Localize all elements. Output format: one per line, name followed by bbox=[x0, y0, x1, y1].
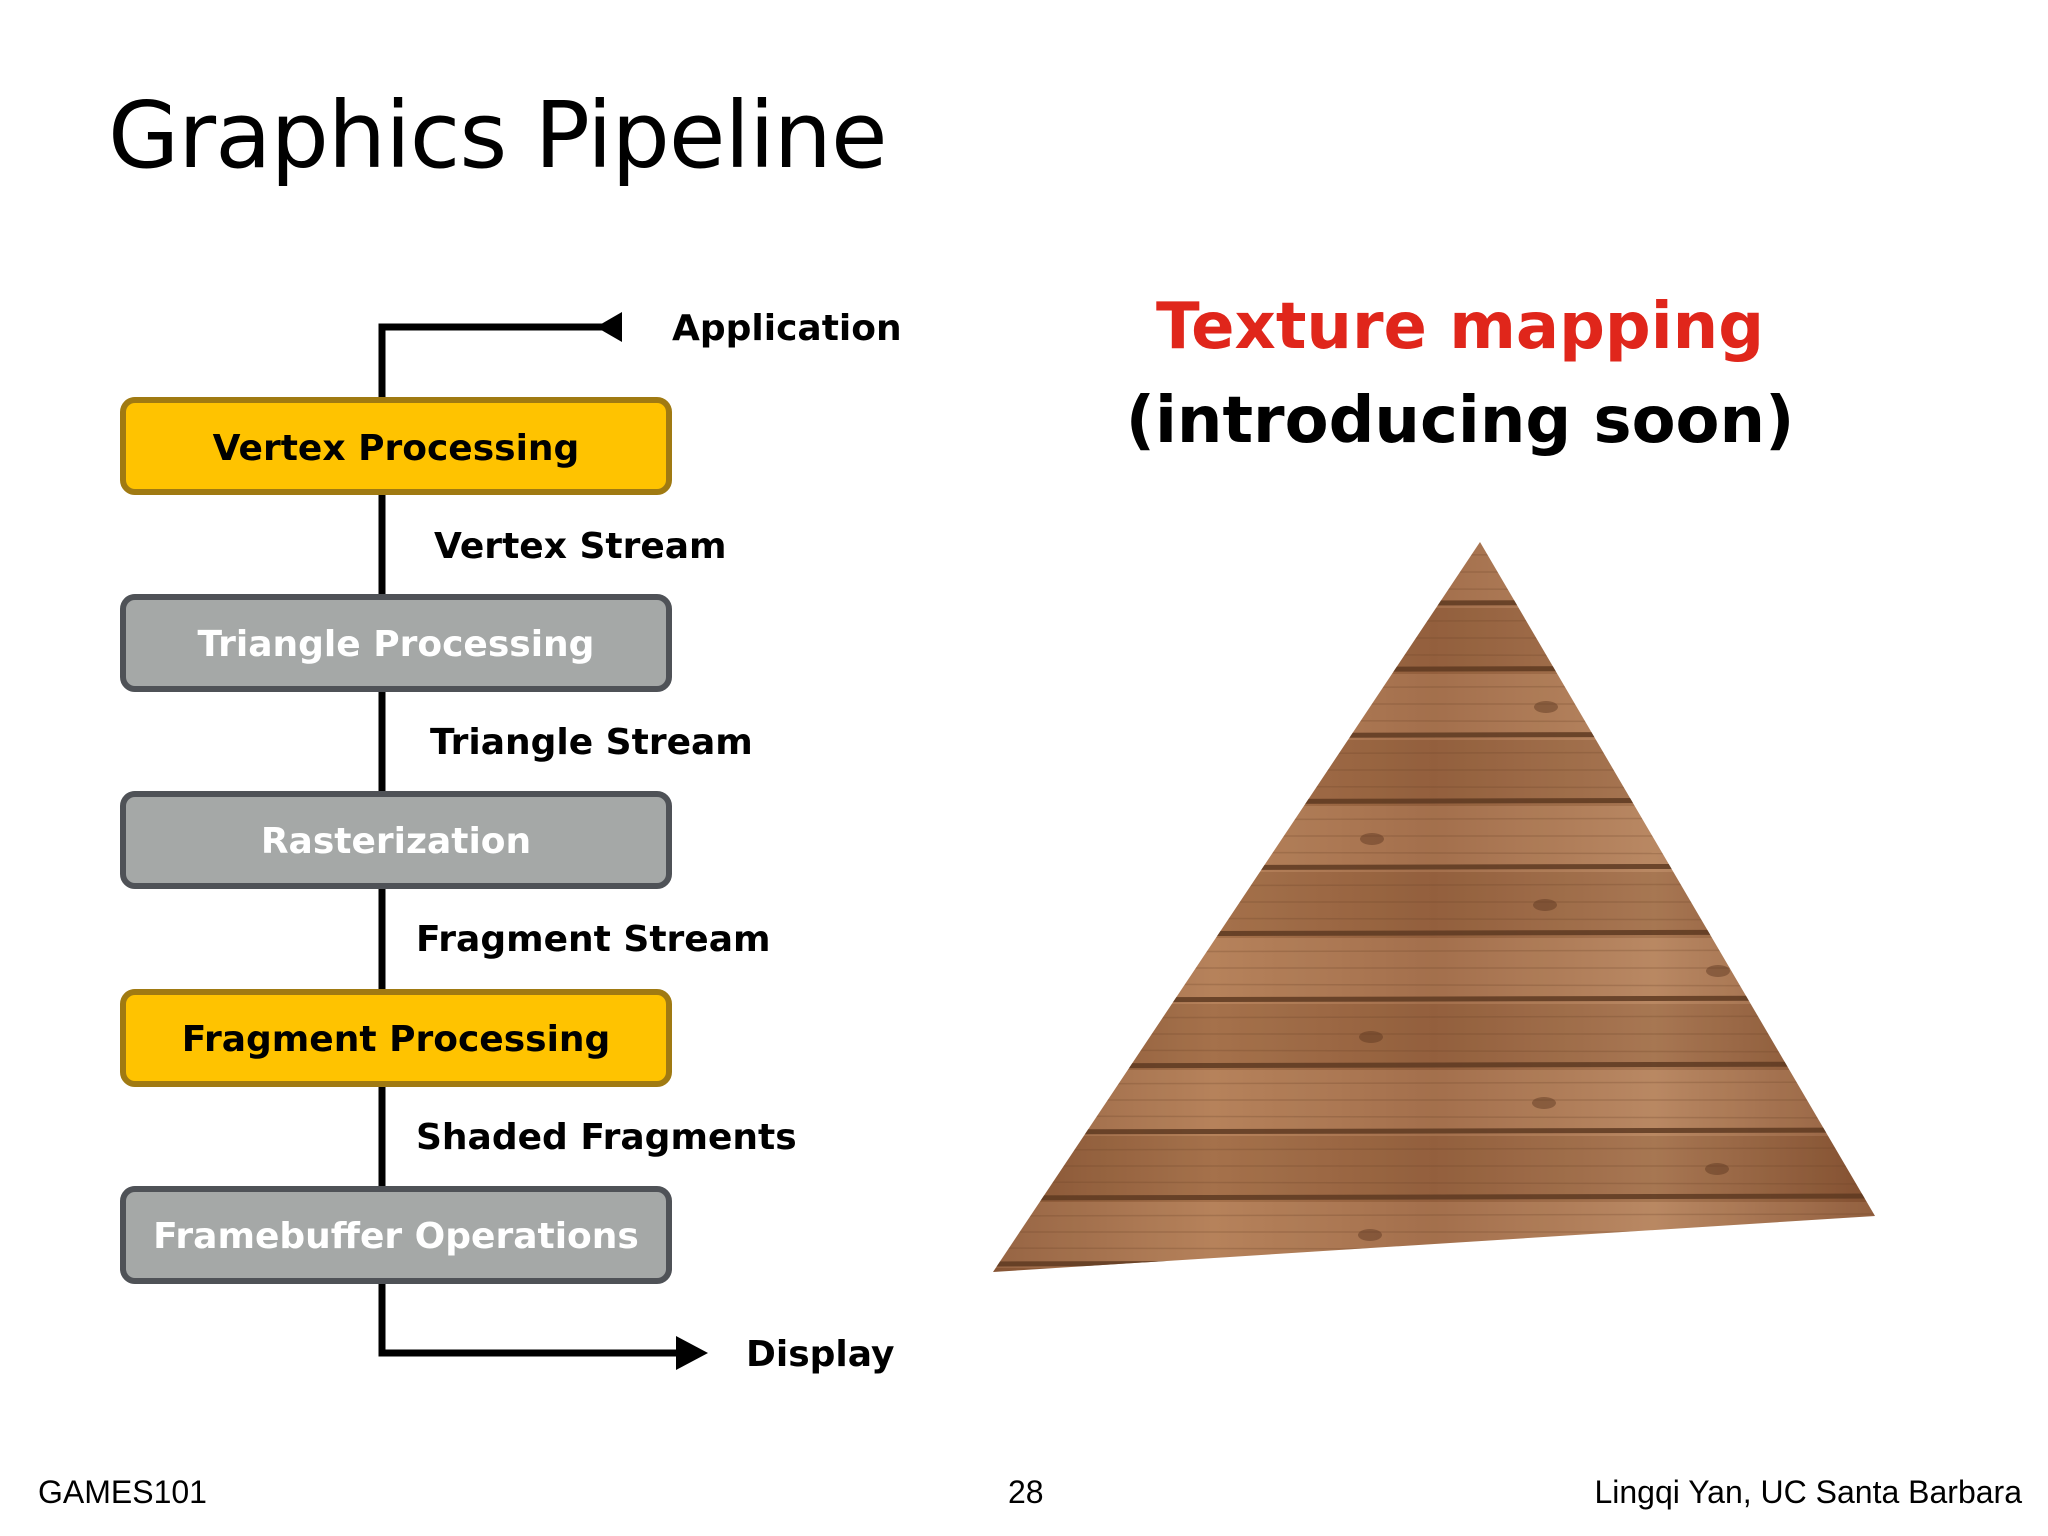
wood-plank bbox=[993, 938, 1875, 1004]
pipeline-diagram: Vertex Processing Triangle Processing Ra… bbox=[120, 308, 902, 1375]
wood-grain bbox=[993, 1213, 1875, 1217]
stream-label-triangle: Triangle Stream bbox=[430, 722, 753, 763]
plank-seam bbox=[993, 1193, 1875, 1201]
wood-grain bbox=[993, 983, 1875, 987]
wood-grain bbox=[993, 685, 1875, 689]
stage-vertex-processing: Vertex Processing bbox=[120, 397, 672, 495]
wood-grain bbox=[993, 719, 1875, 723]
flow-line-bottom bbox=[378, 1282, 680, 1357]
plank-seam bbox=[993, 1061, 1875, 1069]
stage-label: Rasterization bbox=[261, 821, 531, 862]
texture-mapping-title: Texture mapping bbox=[1155, 290, 1765, 364]
wood-knot bbox=[1534, 701, 1558, 713]
stage-framebuffer-operations: Framebuffer Operations bbox=[120, 1186, 672, 1284]
page-number: 28 bbox=[1008, 1474, 1044, 1510]
wood-grain bbox=[993, 817, 1875, 821]
wood-grain bbox=[993, 949, 1875, 953]
plank-seam bbox=[993, 731, 1875, 739]
triangle-base bbox=[993, 542, 1875, 1272]
stream-label-vertex: Vertex Stream bbox=[434, 526, 727, 567]
wood-grain bbox=[993, 851, 1875, 855]
stage-label: Fragment Processing bbox=[182, 1019, 611, 1060]
output-arrow-icon bbox=[676, 1336, 708, 1370]
wood-grain bbox=[993, 1181, 1875, 1185]
wood-textured-triangle bbox=[980, 542, 1890, 1300]
wood-plank bbox=[993, 740, 1875, 806]
footer-course: GAMES101 bbox=[38, 1474, 207, 1510]
wood-knot bbox=[1533, 899, 1557, 911]
wood-grain bbox=[980, 1280, 1890, 1282]
wood-planks bbox=[980, 542, 1890, 1300]
plank-seam bbox=[993, 797, 1875, 805]
texture-mapping-subtitle: (introducing soon) bbox=[1125, 384, 1795, 458]
stream-label-fragment: Fragment Stream bbox=[416, 919, 771, 960]
wood-plank bbox=[993, 1268, 1875, 1272]
wood-knot bbox=[1358, 1229, 1382, 1241]
flow-line-top bbox=[378, 323, 612, 398]
plank-seam bbox=[993, 1127, 1875, 1135]
wood-grain bbox=[993, 553, 1875, 557]
stage-fragment-processing: Fragment Processing bbox=[120, 989, 672, 1087]
wood-grain bbox=[993, 587, 1875, 591]
wood-plank bbox=[993, 1004, 1875, 1070]
wood-grain bbox=[993, 1115, 1875, 1119]
plank-seam bbox=[993, 599, 1875, 607]
wood-grain bbox=[993, 917, 1875, 921]
wood-grain bbox=[993, 653, 1875, 657]
wood-grain bbox=[993, 1147, 1875, 1151]
wood-knot bbox=[1706, 965, 1730, 977]
plank-seam bbox=[993, 1259, 1875, 1267]
stage-label: Framebuffer Operations bbox=[153, 1216, 639, 1257]
slide-title: Graphics Pipeline bbox=[108, 82, 888, 189]
plank-seam bbox=[993, 929, 1875, 937]
wood-plank bbox=[993, 608, 1875, 674]
wood-plank bbox=[993, 1136, 1875, 1202]
wood-knot bbox=[1707, 767, 1731, 779]
stage-label: Vertex Processing bbox=[213, 428, 580, 469]
wood-plank bbox=[993, 1070, 1875, 1136]
wood-knot bbox=[1361, 635, 1385, 647]
wood-grain bbox=[993, 1081, 1875, 1085]
wood-grain bbox=[993, 785, 1875, 789]
wood-knot bbox=[1532, 1097, 1556, 1109]
plank-seam bbox=[993, 863, 1875, 871]
stage-triangle-processing: Triangle Processing bbox=[120, 594, 672, 692]
wood-knot bbox=[1359, 1031, 1383, 1043]
output-label: Display bbox=[746, 1334, 894, 1375]
wood-plank bbox=[993, 674, 1875, 740]
wood-plank bbox=[993, 872, 1875, 938]
plank-seam bbox=[993, 665, 1875, 673]
stage-label: Triangle Processing bbox=[198, 624, 595, 665]
wood-grain bbox=[993, 883, 1875, 887]
wood-plank bbox=[993, 542, 1875, 608]
footer-author: Lingqi Yan, UC Santa Barbara bbox=[1594, 1474, 2022, 1510]
wood-plank bbox=[993, 1202, 1875, 1268]
wood-knot bbox=[1188, 569, 1212, 581]
wood-grain bbox=[993, 751, 1875, 755]
stage-rasterization: Rasterization bbox=[120, 791, 672, 889]
input-arrow-icon bbox=[596, 312, 622, 342]
wood-knot bbox=[1705, 1163, 1729, 1175]
plank-seam bbox=[993, 995, 1875, 1003]
wood-grain bbox=[993, 619, 1875, 623]
input-label: Application bbox=[672, 308, 902, 349]
wood-plank bbox=[993, 806, 1875, 872]
wood-knot bbox=[1531, 1295, 1555, 1300]
wood-knot bbox=[1360, 833, 1384, 845]
stream-label-shaded: Shaded Fragments bbox=[416, 1117, 797, 1158]
